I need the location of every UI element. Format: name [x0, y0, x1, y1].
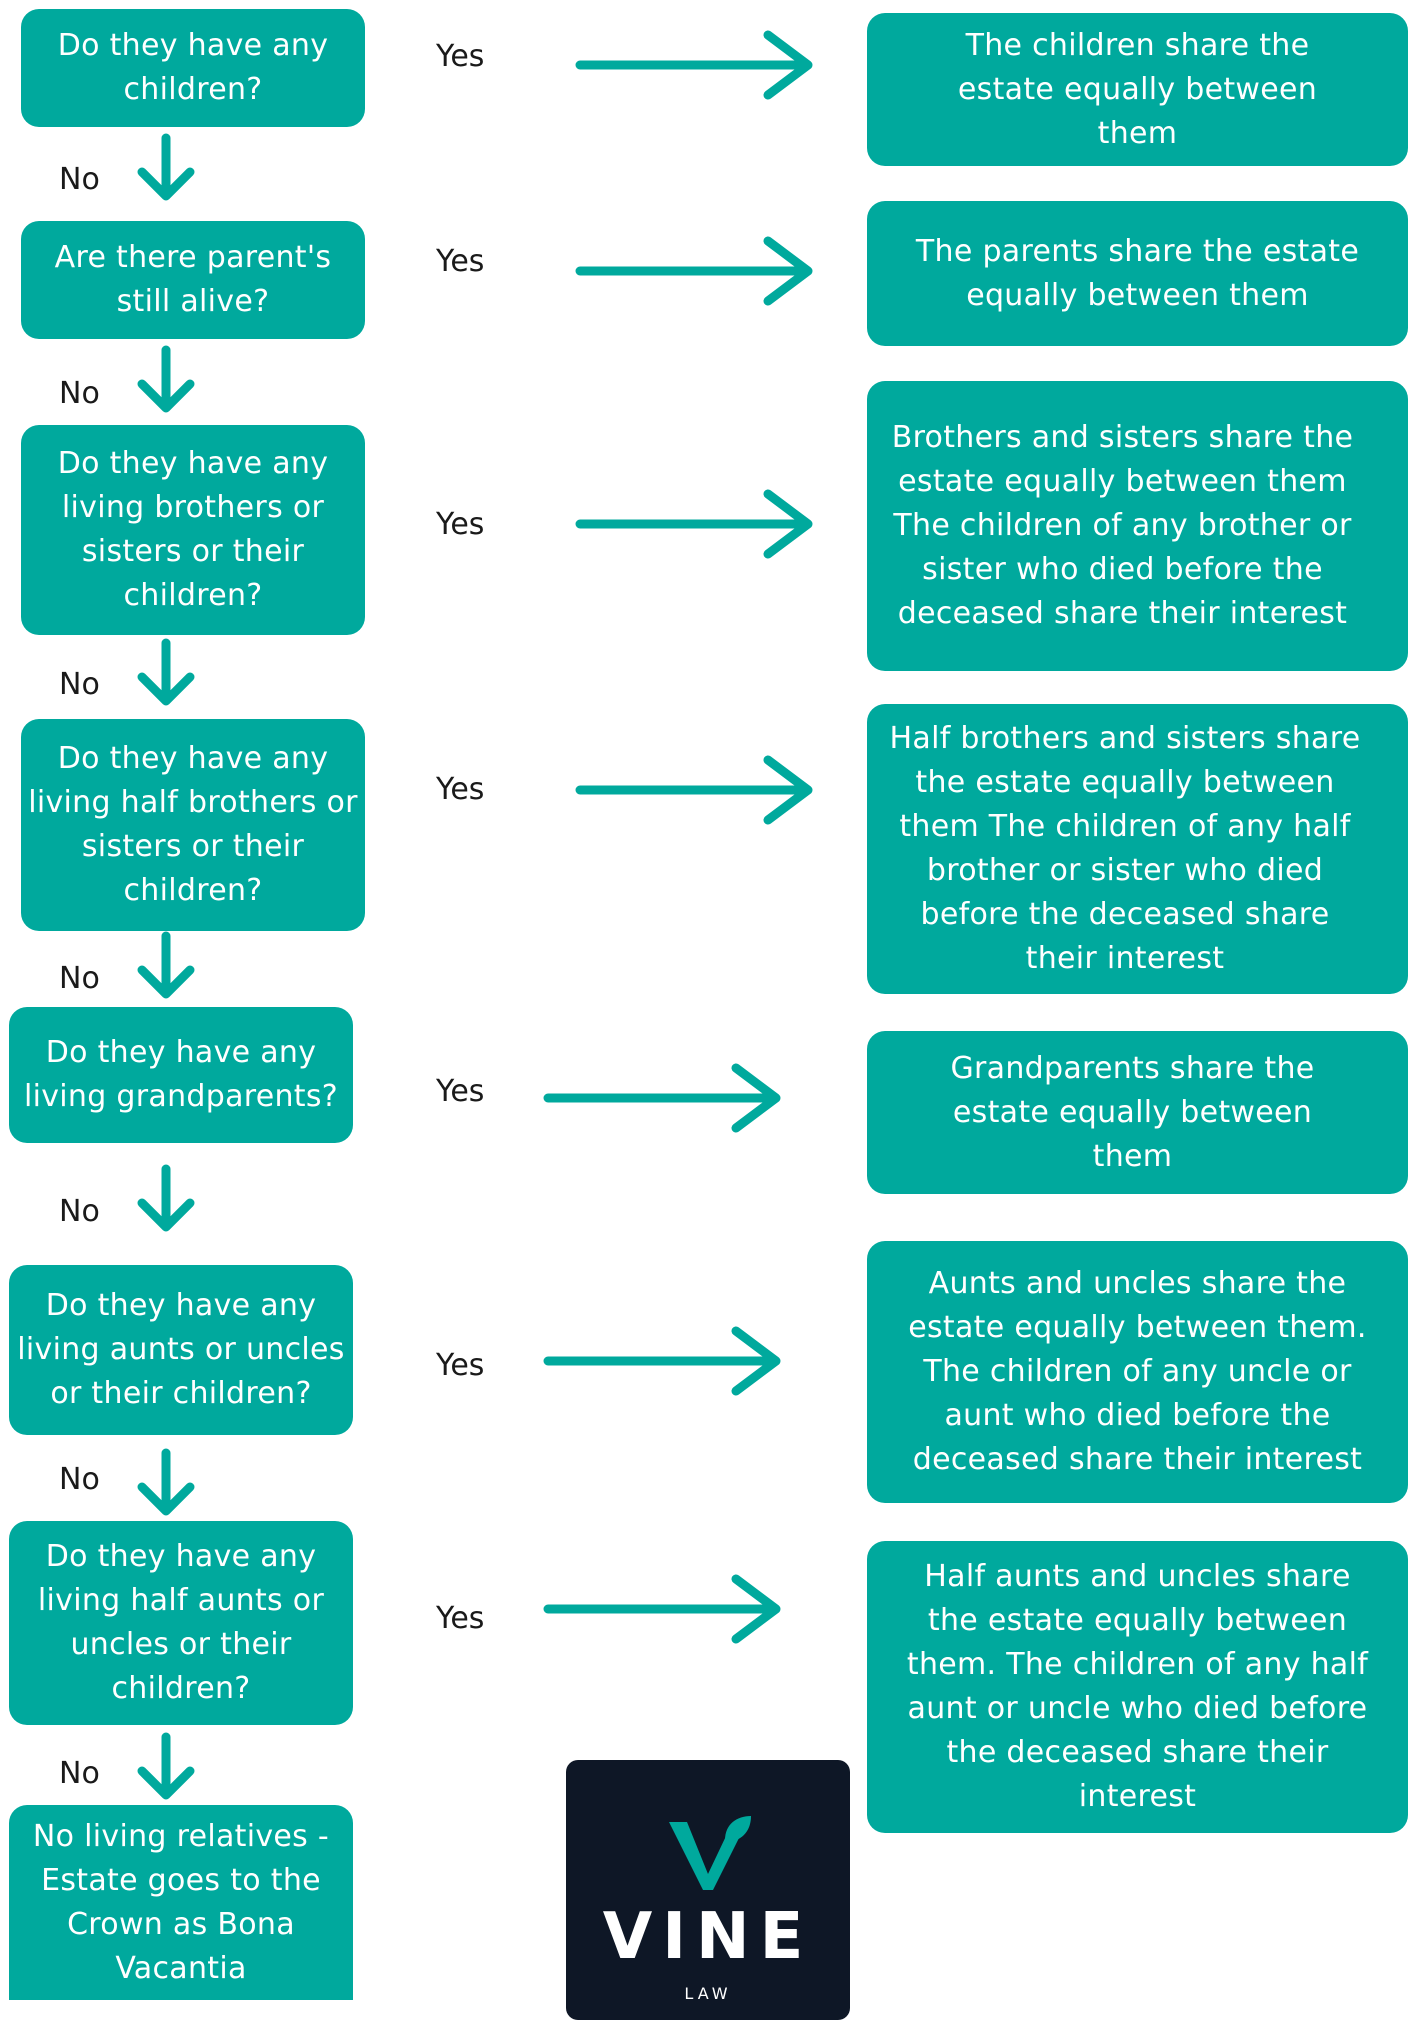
question-aunts-uncles: Do they have any living aunts or uncles …: [9, 1265, 353, 1435]
yes-arrow-icon: [575, 236, 813, 306]
no-label: No: [59, 1194, 100, 1229]
question-half-aunts-uncles: Do they have any living half aunts or un…: [9, 1521, 353, 1725]
outcome-aunts-uncles: Aunts and uncles share the estate equall…: [867, 1241, 1408, 1503]
yes-arrow-icon: [543, 1574, 781, 1644]
no-arrow-icon: [137, 1732, 195, 1800]
no-label: No: [59, 961, 100, 996]
outcome-parents: The parents share the estate equally bet…: [867, 201, 1408, 346]
no-arrow-icon: [137, 638, 195, 706]
yes-arrow-icon: [575, 30, 813, 100]
no-label: No: [59, 376, 100, 411]
vine-law-logo: VINE LAW: [566, 1760, 850, 2020]
no-arrow-icon: [137, 345, 195, 413]
outcome-grandparents: Grandparents share the estate equally be…: [867, 1031, 1408, 1194]
yes-label: Yes: [436, 507, 485, 542]
outcome-half-aunts-uncles: Half aunts and uncles share the estate e…: [867, 1541, 1408, 1833]
question-siblings: Do they have any living brothers or sist…: [21, 425, 365, 635]
final-outcome-crown: No living relatives - Estate goes to the…: [9, 1805, 353, 2000]
question-half-siblings: Do they have any living half brothers or…: [21, 719, 365, 931]
yes-label: Yes: [436, 1348, 485, 1383]
question-parents: Are there parent's still alive?: [21, 221, 365, 339]
no-label: No: [59, 162, 100, 197]
leaf-v-icon: [669, 1816, 751, 1890]
no-arrow-icon: [137, 931, 195, 999]
yes-arrow-icon: [575, 489, 813, 559]
no-arrow-icon: [137, 1448, 195, 1516]
yes-arrow-icon: [543, 1063, 781, 1133]
question-children: Do they have any children?: [21, 9, 365, 127]
yes-arrow-icon: [543, 1326, 781, 1396]
yes-label: Yes: [436, 244, 485, 279]
yes-label: Yes: [436, 1601, 485, 1636]
yes-label: Yes: [436, 772, 485, 807]
outcome-half-siblings: Half brothers and sisters share the esta…: [867, 704, 1408, 994]
yes-label: Yes: [436, 39, 485, 74]
outcome-siblings: Brothers and sisters share the estate eq…: [867, 381, 1408, 671]
no-label: No: [59, 1462, 100, 1497]
yes-label: Yes: [436, 1074, 485, 1109]
yes-arrow-icon: [575, 755, 813, 825]
no-arrow-icon: [137, 1164, 195, 1232]
no-label: No: [59, 667, 100, 702]
no-arrow-icon: [137, 133, 195, 201]
outcome-children: The children share the estate equally be…: [867, 13, 1408, 166]
no-label: No: [59, 1756, 100, 1791]
logo-subtitle: LAW: [684, 1984, 732, 2003]
question-grandparents: Do they have any living grandparents?: [9, 1007, 353, 1143]
logo-wordmark: VINE: [602, 1900, 814, 1974]
